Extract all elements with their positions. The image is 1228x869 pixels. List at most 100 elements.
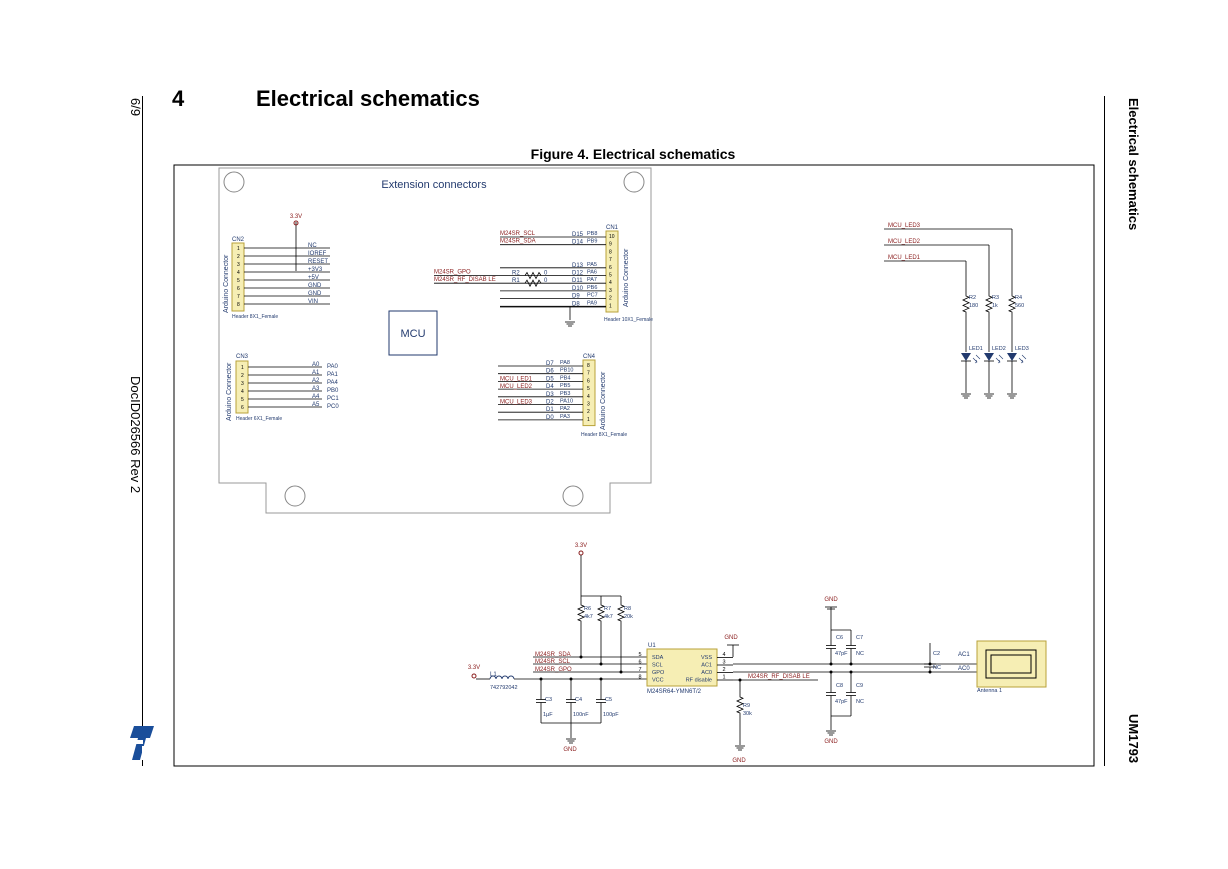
pin-number: 6 (609, 265, 612, 271)
figure-frame (173, 164, 1095, 767)
pin-number: 3 (237, 262, 240, 268)
pullup-resistor (616, 596, 625, 630)
pin-number: 1 (722, 675, 725, 681)
resistor-ref: R1 (512, 278, 520, 284)
pin-arduino: A5 (312, 402, 320, 408)
mcu-block (388, 310, 438, 356)
pin-mcu: PB4 (560, 375, 570, 381)
pin-mcu: PB5 (560, 383, 570, 389)
pin-signal: +3V3 (308, 267, 323, 273)
net-label: M24SR_SDA (500, 239, 536, 245)
supply-label: 3.3V (290, 214, 302, 220)
pin-arduino: A4 (312, 394, 320, 400)
connector-body (582, 359, 596, 427)
pin-mcu: PB9 (587, 239, 597, 245)
pin-number: 8 (587, 363, 590, 369)
right-margin-rule (1104, 96, 1119, 766)
resistor-value: 0 (544, 278, 548, 284)
pin-number: 8 (237, 302, 240, 308)
led-light-icon (1018, 354, 1027, 364)
junction-dot (619, 670, 623, 674)
net-label: MCU_LED3 (888, 223, 921, 229)
pin-mcu: PB3 (560, 391, 570, 397)
pin-number: 2 (587, 409, 590, 415)
running-title: Electrical schematics (1126, 98, 1141, 231)
connector-ref: CN3 (236, 354, 249, 360)
tuning-capacitor (826, 630, 836, 664)
resistor-ref: R2 (969, 295, 976, 301)
pin-signal: GND (308, 283, 322, 289)
pin-arduino: D2 (546, 400, 554, 406)
resistor-value: 20k (624, 614, 633, 620)
pin-number: 5 (638, 652, 641, 658)
connector-ref: CN2 (232, 237, 245, 243)
mount-hole (223, 171, 245, 193)
supply-port (471, 673, 477, 679)
pin-signal: +5V (308, 275, 319, 281)
running-doc-code: UM1793 (1126, 714, 1141, 764)
ground-symbol (566, 738, 576, 744)
pin-mcu: PB0 (327, 388, 339, 394)
net-label: M24SR_SCL (500, 231, 536, 237)
antenna-label: Antenna 1 (977, 688, 1002, 694)
resistor-body (596, 596, 605, 630)
net-label: M24SR_SCL (535, 659, 571, 665)
inductor-ref: L1 (490, 672, 497, 678)
pin-number: 4 (241, 389, 244, 395)
resistor-value: 1k (992, 303, 998, 309)
pin-arduino: D10 (572, 286, 584, 292)
capacitor-ref: C6 (836, 635, 843, 641)
pin-arduino: D13 (572, 263, 584, 269)
decoupling-capacitor (566, 679, 576, 723)
pin-name: AC0 (701, 670, 712, 676)
gnd-label: GND (732, 758, 746, 764)
net-label: MCU_LED2 (500, 384, 533, 390)
connector-side-label: Arduino Connector (223, 254, 230, 313)
junction-dot (928, 662, 932, 666)
antenna-coil-icon (990, 654, 1032, 674)
inductor-value: 742792042 (490, 685, 518, 691)
pin-mcu: PA10 (560, 399, 573, 405)
left-margin-rule (128, 96, 143, 766)
resistor-value: 4k7 (584, 614, 593, 620)
pin-number: 1 (241, 365, 244, 371)
tuning-capacitor (826, 672, 836, 716)
led-diode-icon (984, 353, 994, 361)
pin-arduino: D4 (546, 384, 554, 390)
resistor-body (984, 290, 993, 318)
pin-mcu: PA4 (327, 380, 339, 386)
pin-name: SCL (652, 663, 663, 669)
junction-dot (849, 662, 853, 666)
pin-number: 3 (722, 660, 725, 666)
led-light-icon (995, 354, 1004, 364)
resistor-ref: R7 (604, 606, 611, 612)
pin-name: VCC (652, 678, 664, 684)
gnd-label: GND (824, 739, 838, 745)
ground-symbol (826, 730, 836, 736)
ground-symbol (565, 321, 575, 327)
u1-body (646, 648, 718, 687)
net-label: MCU_LED2 (888, 239, 921, 245)
pin-number: 4 (587, 394, 590, 400)
pin-arduino: D14 (572, 240, 584, 246)
net-label: M24SR_RF_DISAB LE (434, 277, 496, 283)
section-title: Electrical schematics (256, 86, 480, 111)
pin-mcu: PA7 (587, 277, 597, 283)
connector-footer: Header 10X1_Female (604, 317, 653, 323)
resistor-body (576, 596, 585, 630)
capacitor-ref: C9 (856, 683, 863, 689)
capacitor-value: 47pF (835, 699, 848, 705)
pin-number: 6 (638, 660, 641, 666)
connector-footer: Header 8X1_Female (581, 432, 627, 438)
connector-footer: Header 6X1_Female (236, 416, 282, 422)
connector-body (605, 230, 619, 313)
junction-dot (928, 670, 932, 674)
pin-number: 3 (241, 381, 244, 387)
figure-caption: Figure 4. Electrical schematics (530, 146, 736, 162)
pin-mcu: PB10 (560, 368, 573, 374)
tuning-capacitor (846, 630, 856, 664)
